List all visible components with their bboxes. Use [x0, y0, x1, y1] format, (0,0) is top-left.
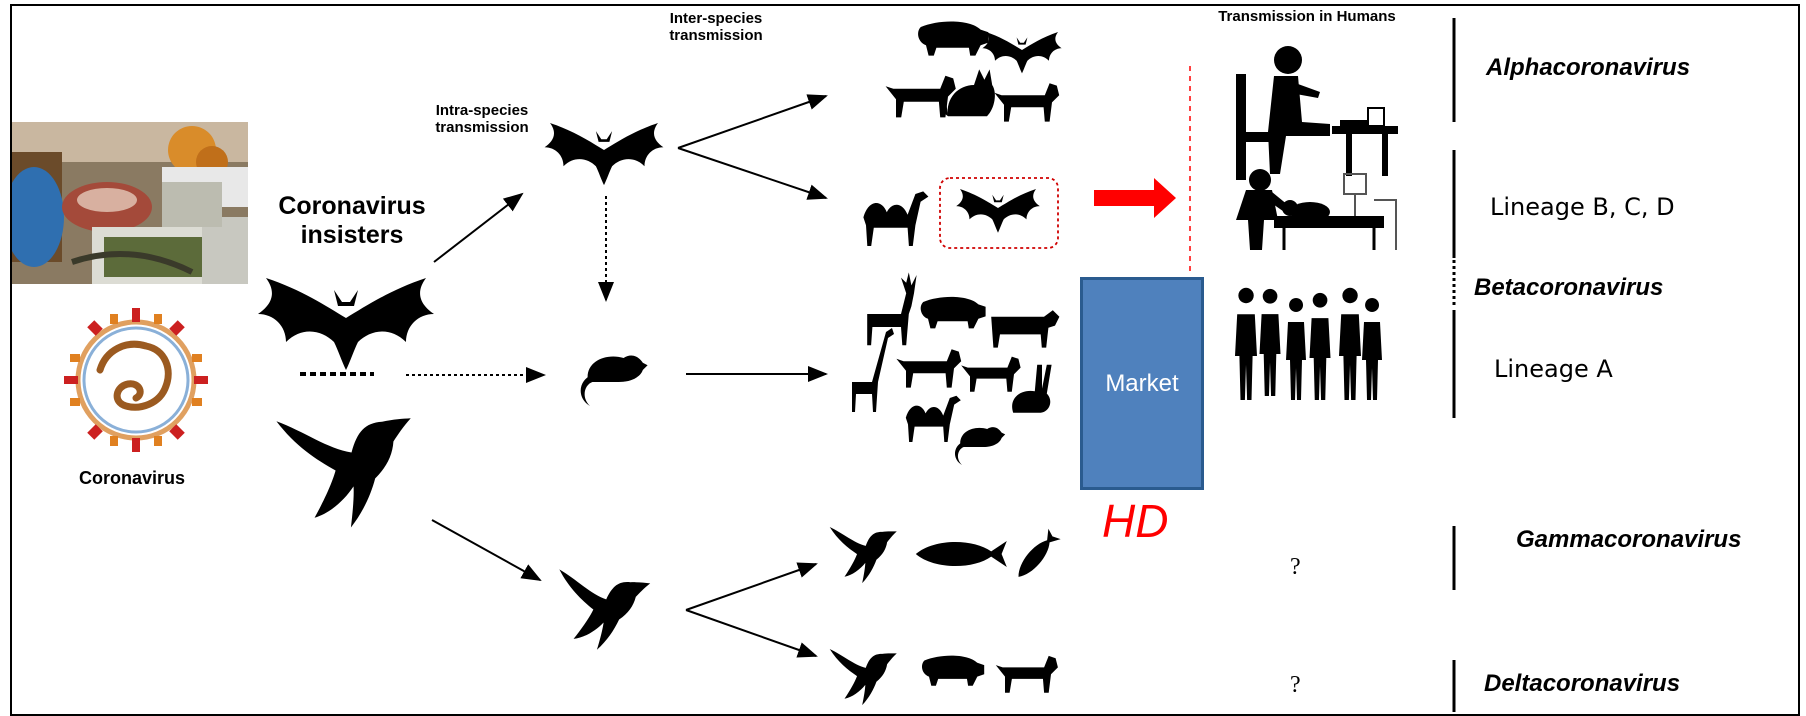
fish-icon [915, 541, 1007, 567]
genus-gamma: Gammacoronavirus [1516, 526, 1742, 553]
pig-icon [922, 655, 985, 686]
tiger-icon [994, 83, 1060, 122]
coronavirus-insisters-label: Coronavirus insisters [278, 192, 426, 249]
market-label: Market [1105, 369, 1179, 397]
pig-icon [920, 296, 986, 329]
red-arrow-icon [1094, 178, 1176, 218]
cow-icon [991, 310, 1060, 348]
tiger-icon [995, 655, 1058, 693]
transmission-humans-label: Transmission in Humans [1218, 8, 1396, 25]
human-group-icon [1235, 287, 1382, 400]
lineage-a: Lineage A [1494, 355, 1613, 383]
arrow-to-intra-bat [433, 192, 524, 263]
bird-icon [263, 362, 444, 541]
bat-icon [982, 32, 1062, 74]
mammal-cluster [852, 272, 1060, 465]
arrow-bat-to-camel-bat [677, 147, 828, 200]
rat-icon [955, 427, 1006, 465]
rodent-icon [580, 355, 648, 406]
genus-delta: Deltacoronavirus [1484, 670, 1681, 697]
arrow-bird-to-crow [431, 519, 542, 581]
arrow-crow-to-delta [685, 609, 818, 658]
hospital-scene-icon [1236, 169, 1397, 250]
camel-icon [863, 191, 929, 246]
delta-animals [822, 624, 1058, 711]
inter-species-label: Inter-species transmission [669, 10, 763, 45]
crow-icon [549, 541, 666, 656]
market-photo [12, 122, 248, 284]
alpha-animals [885, 21, 1062, 122]
rabbit-icon [1012, 364, 1052, 413]
question-mark-delta: ? [1290, 672, 1301, 698]
camel-icon [905, 395, 961, 442]
bird-icon [822, 624, 911, 711]
bird-icon [822, 502, 911, 589]
tiger-icon [961, 356, 1021, 392]
coronavirus-label: Coronavirus [78, 468, 186, 488]
intra-species-label: Intra-species transmission [435, 102, 529, 137]
hd-label: HD [1102, 495, 1169, 547]
arrow-crow-to-gamma [685, 562, 818, 611]
fish-icon [1012, 528, 1061, 582]
giraffe-icon [852, 328, 894, 412]
arrows [300, 94, 828, 658]
genus-beta: Betacoronavirus [1474, 274, 1664, 301]
dog-icon [896, 349, 962, 388]
coronavirus-particle-icon [64, 308, 208, 452]
figure-frame [10, 4, 1800, 716]
camel-bat-group [863, 189, 1040, 246]
gamma-animals [822, 502, 1061, 589]
highlighted-bat-icon [956, 189, 1040, 233]
highlight-box [939, 177, 1059, 249]
arrow-bat-to-pig-group [677, 94, 828, 149]
lineage-bcd: Lineage B, C, D [1490, 193, 1675, 221]
pig-icon [918, 21, 989, 56]
market-box: Market [1080, 277, 1204, 490]
human-eating-icon [1236, 46, 1398, 180]
intra-bat-icon [544, 123, 664, 186]
genus-alpha: Alphacoronavirus [1486, 54, 1691, 81]
question-mark-gamma: ? [1290, 554, 1301, 580]
bat-icon [258, 278, 434, 370]
